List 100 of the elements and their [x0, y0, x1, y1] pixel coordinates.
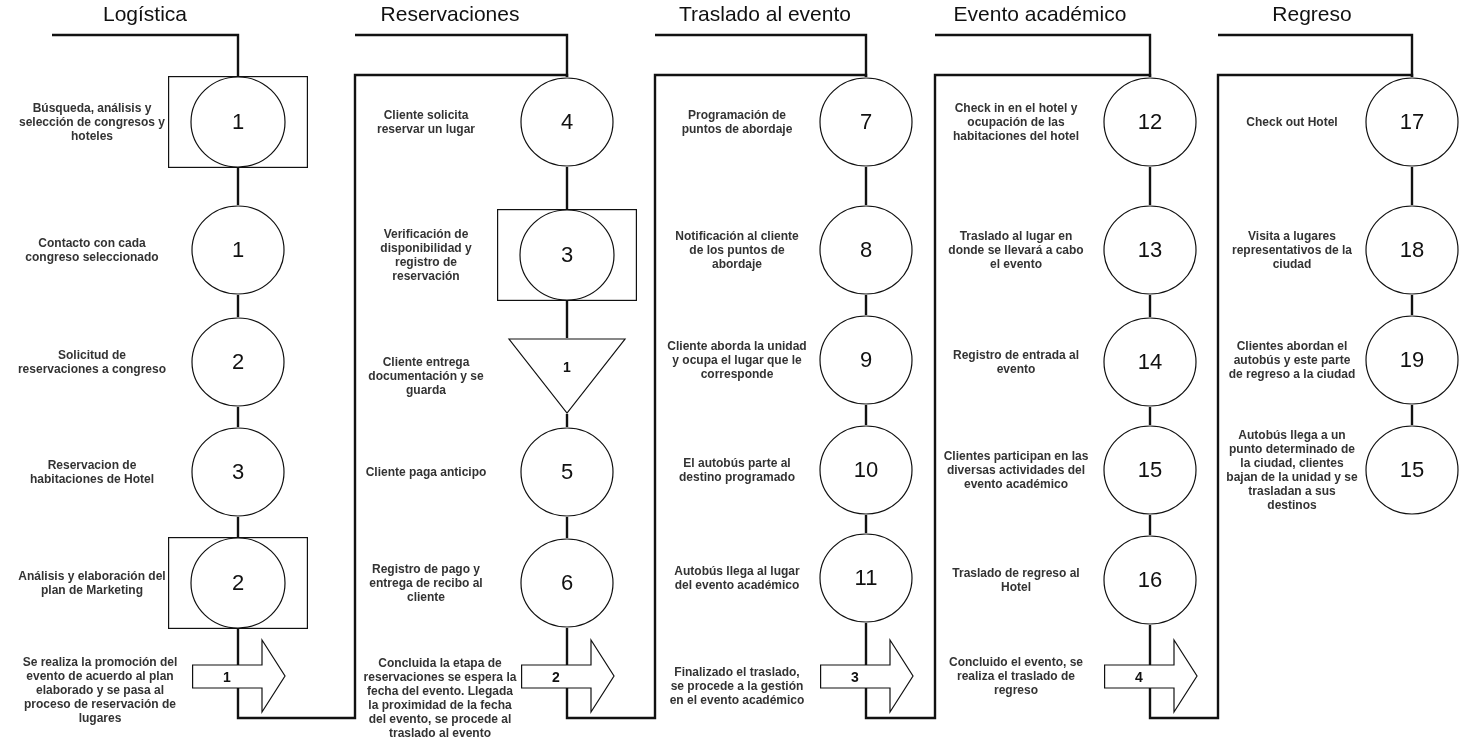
step-number: 11	[853, 565, 879, 591]
column-heading: Regreso	[1272, 2, 1352, 26]
step-number: 14	[1136, 349, 1164, 375]
step-description: Visita a lugares representativos de la ciudad	[1230, 229, 1354, 271]
flow-line	[1218, 33, 1414, 77]
flow-line	[1148, 625, 1152, 665]
step-description: Cliente aborda la unidad y ocupa el lugar que le corresponde	[667, 339, 807, 381]
flow-line	[565, 628, 569, 665]
step-number: 9	[858, 347, 874, 373]
step-description: Concluida la etapa de reservaciones se espera la fecha del evento. Llegada la proximidad de la fecha del evento, se procede al traslado al evento	[362, 656, 518, 740]
combined-operation-inspection	[168, 537, 308, 629]
operation-circle	[1103, 535, 1197, 625]
step-description: Programación de puntos de abordaje	[680, 108, 794, 136]
operation-circle	[1365, 205, 1459, 295]
step-number: 12	[1136, 109, 1164, 135]
flow-line	[864, 167, 868, 205]
operation-circle	[819, 425, 913, 515]
step-description: Traslado al lugar en donde se llevará a cabo el evento	[947, 229, 1085, 271]
step-number: 2	[551, 668, 561, 686]
step-description: Concluido el evento, se realiza el traslado de regreso	[948, 655, 1084, 697]
flow-line	[864, 295, 868, 315]
column-heading: Logística	[102, 2, 188, 26]
operation-circle	[1103, 77, 1197, 167]
operation-circle	[819, 315, 913, 405]
flow-line	[236, 407, 240, 427]
step-number: 1	[230, 109, 246, 135]
flow-line	[565, 73, 868, 720]
flow-line	[565, 167, 569, 209]
operation-circle	[1365, 425, 1459, 515]
flow-line	[1410, 167, 1414, 205]
step-description: Check in en el hotel y ocupación de las habitaciones del hotel	[952, 101, 1080, 143]
flow-line	[52, 33, 240, 76]
operation-circle	[520, 77, 614, 167]
flow-line	[1148, 295, 1152, 317]
operation-circle	[1103, 205, 1197, 295]
step-description: Verificación de disponibilidad y registro de reservación	[379, 227, 473, 283]
step-number: 7	[858, 109, 874, 135]
step-number: 15	[1136, 457, 1164, 483]
step-description: Traslado de regreso al Hotel	[951, 566, 1081, 594]
operation-circle	[520, 427, 614, 517]
transport-arrow	[521, 638, 615, 714]
step-description: Notificación al cliente de los puntos de abordaje	[674, 229, 800, 271]
step-description: Solicitud de reservaciones a congreso	[17, 348, 167, 376]
operation-circle	[520, 538, 614, 628]
step-number: 2	[230, 570, 246, 596]
transport-arrow	[192, 638, 286, 714]
step-description: Búsqueda, análisis y selección de congresos y hoteles	[17, 101, 167, 143]
step-number: 19	[1398, 347, 1426, 373]
flow-line	[864, 73, 1152, 720]
step-number: 8	[858, 237, 874, 263]
operation-circle	[191, 205, 285, 295]
flow-line	[236, 168, 240, 205]
flow-line	[236, 517, 240, 537]
step-number: 6	[559, 570, 575, 596]
flow-line	[864, 623, 868, 665]
flow-line	[565, 517, 569, 538]
flow-line	[1410, 295, 1414, 315]
step-description: Cliente entrega documentación y se guarda	[367, 355, 485, 397]
step-number: 2	[230, 349, 246, 375]
step-description: Se realiza la promoción del evento de acuerdo al plan elaborado y se pasa al proceso de reservación de lugares	[21, 655, 179, 725]
storage-triangle	[508, 338, 626, 414]
flow-line	[236, 73, 569, 720]
step-description: Reservacion de habitaciones de Hotel	[29, 458, 155, 486]
column-heading: Reservaciones	[380, 2, 520, 26]
operation-circle	[191, 427, 285, 517]
operation-circle	[1365, 315, 1459, 405]
flow-line	[1148, 515, 1152, 535]
step-description: Cliente paga anticipo	[364, 465, 488, 479]
transport-arrow	[1104, 638, 1198, 714]
step-number: 1	[222, 668, 232, 686]
step-description: Cliente solicita reservar un lugar	[375, 108, 476, 136]
step-number: 1	[562, 358, 572, 376]
step-number: 3	[850, 668, 860, 686]
step-description: Autobús llega a un punto determinado de la ciudad, clientes bajan de la unidad y se trasladan a sus destinos	[1225, 428, 1359, 512]
step-number: 3	[230, 459, 246, 485]
step-description: Autobús llega al lugar del evento académico	[673, 564, 801, 592]
step-number: 4	[1134, 668, 1144, 686]
operation-circle	[819, 533, 913, 623]
operation-circle	[1103, 425, 1197, 515]
step-description: Clientes abordan el autobús y este parte de regreso a la ciudad	[1227, 339, 1357, 381]
step-description: Registro de pago y entrega de recibo al cliente	[368, 562, 484, 604]
step-number: 3	[559, 242, 575, 268]
step-number: 17	[1398, 109, 1426, 135]
step-description: Análisis y elaboración del plan de Marketing	[17, 569, 167, 597]
flow-line	[236, 295, 240, 317]
flow-line	[1148, 73, 1414, 720]
flow-line	[1148, 167, 1152, 205]
step-number: 5	[559, 459, 575, 485]
operation-circle	[191, 317, 285, 407]
step-description: Finalizado el traslado, se procede a la gestión en el evento académico	[668, 665, 806, 707]
flow-line	[355, 33, 569, 77]
operation-circle	[819, 205, 913, 295]
flow-line	[236, 629, 240, 665]
step-number: 18	[1398, 237, 1426, 263]
flow-line	[935, 33, 1152, 77]
step-description: Contacto con cada congreso seleccionado	[24, 236, 160, 264]
operation-circle	[1103, 317, 1197, 407]
step-number: 4	[559, 109, 575, 135]
flow-line	[565, 301, 569, 338]
flow-line	[864, 405, 868, 425]
